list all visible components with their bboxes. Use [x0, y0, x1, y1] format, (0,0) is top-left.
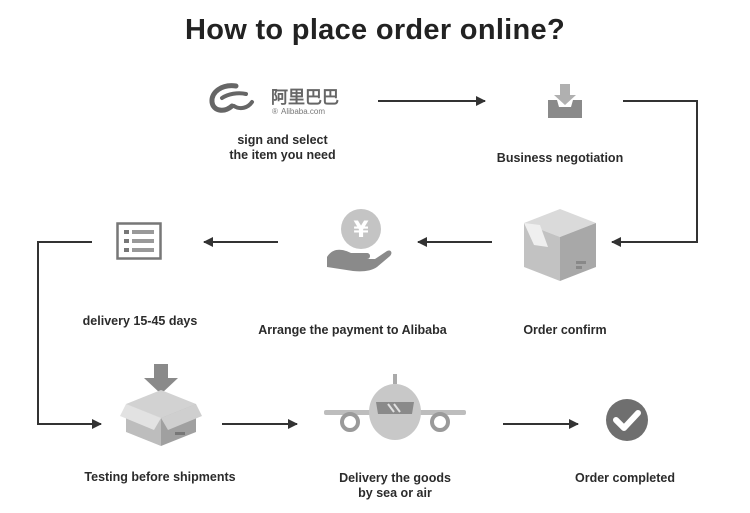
- step-label-testing: Testing before shipments: [84, 470, 236, 484]
- box-download-icon: [120, 362, 202, 453]
- airplane-icon: [320, 372, 470, 449]
- alibaba-logo-icon: 阿里巴巴 ® Alibaba.com: [208, 80, 353, 125]
- yen-payment-icon: ¥: [323, 205, 393, 280]
- download-tray-icon: [545, 80, 585, 127]
- step-label-order-confirm: Order confirm: [523, 323, 607, 337]
- box-icon: [518, 205, 602, 288]
- step-label-negotiation: Business negotiation: [496, 151, 624, 165]
- svg-text:¥: ¥: [353, 218, 369, 243]
- checklist-icon: [116, 222, 162, 265]
- logo-english: Alibaba.com: [281, 107, 325, 116]
- step-label-delivery-goods: Delivery the goods by sea or air: [339, 471, 451, 500]
- arrow-step5-to-step6: [37, 241, 102, 429]
- check-circle-icon: [605, 398, 649, 447]
- arrow-step2-to-step3: [611, 100, 698, 247]
- logo-mark: ®: [272, 107, 278, 116]
- step-label-sign: sign and select the item you need: [229, 133, 336, 162]
- step-label-delivery-days: delivery 15-45 days: [82, 314, 198, 328]
- page-title: How to place order online?: [185, 14, 565, 46]
- step-label-completed: Order completed: [574, 471, 676, 485]
- logo-chinese: 阿里巴巴: [271, 88, 339, 108]
- step-label-payment: Arrange the payment to Alibaba: [258, 323, 447, 337]
